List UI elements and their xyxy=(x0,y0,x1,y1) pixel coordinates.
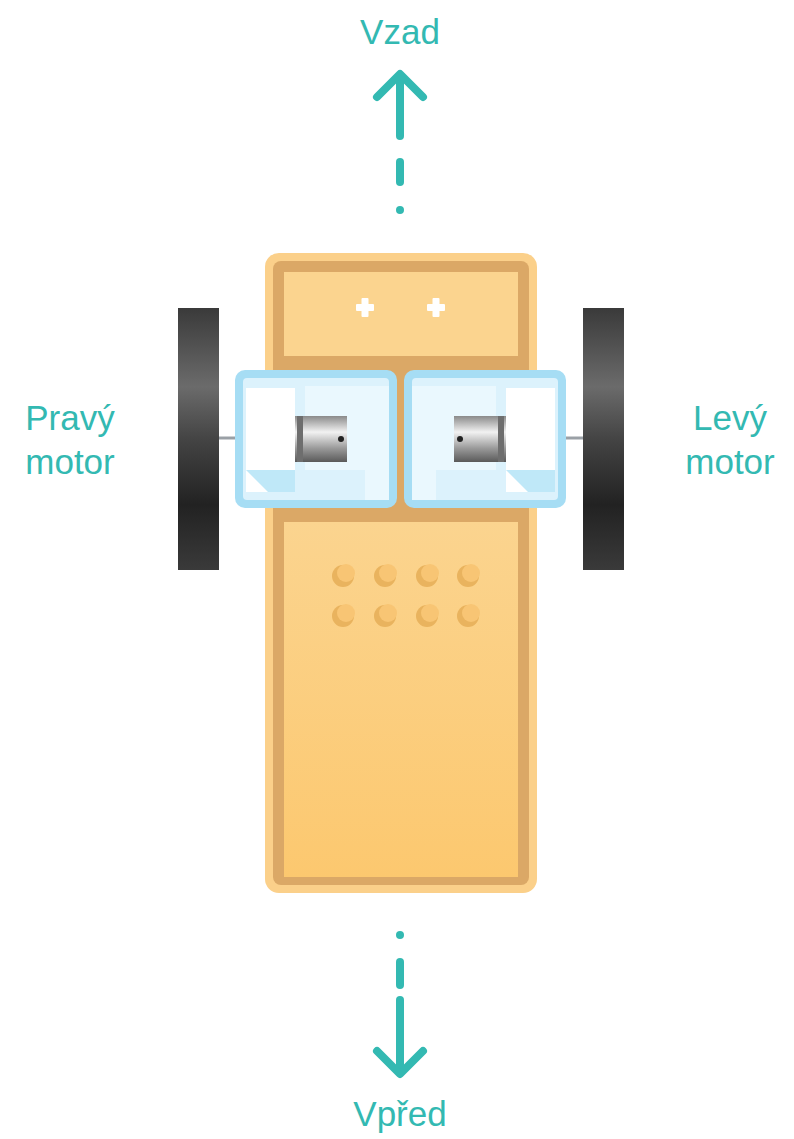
stud-dots xyxy=(332,564,480,627)
motor xyxy=(404,370,566,508)
direction-arrow xyxy=(377,935,423,1074)
direction-label: Vpřed xyxy=(300,1092,500,1136)
chassis xyxy=(265,253,537,893)
direction-label: Levý motor xyxy=(670,396,790,484)
plus-symbol xyxy=(356,298,445,317)
wheel xyxy=(583,308,624,570)
wheel xyxy=(178,308,219,570)
motor xyxy=(235,370,397,508)
direction-label: Vzad xyxy=(300,10,500,54)
direction-label: Pravý motor xyxy=(10,396,130,484)
direction-arrow xyxy=(377,74,423,210)
